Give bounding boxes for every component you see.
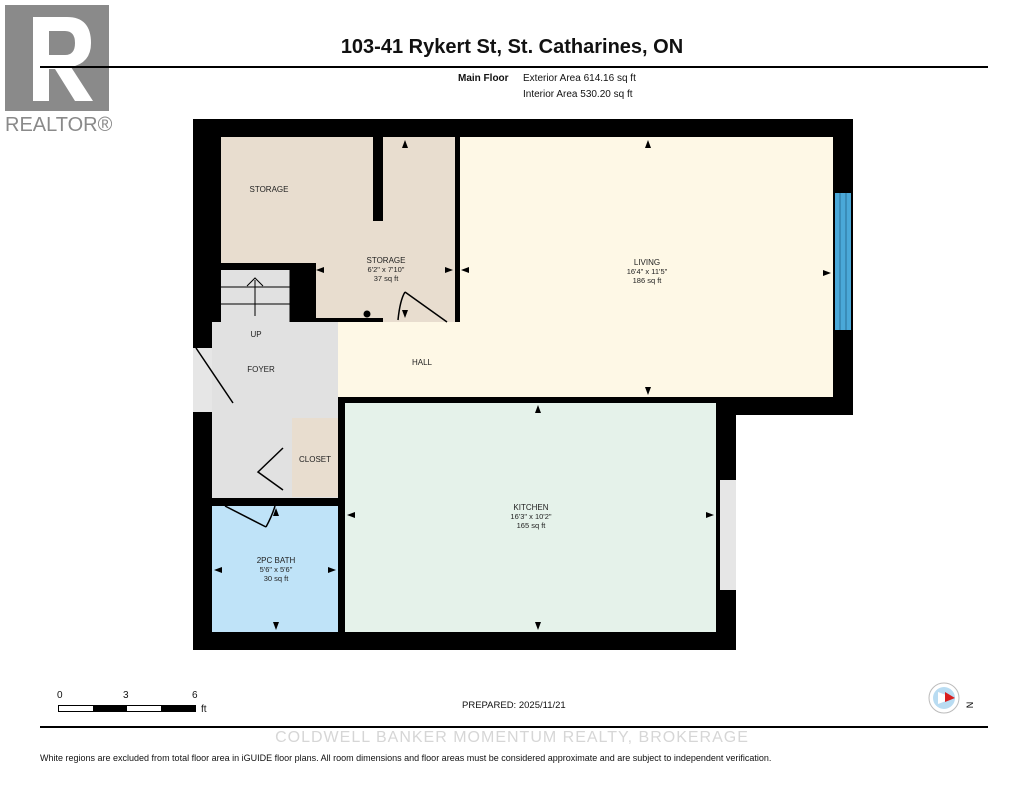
label-closet: CLOSET: [299, 455, 331, 464]
room-hall: [338, 322, 463, 397]
divider: [40, 726, 988, 728]
divider: [40, 66, 988, 68]
compass-icon: [928, 682, 960, 714]
room-area: 37 sq ft: [373, 274, 399, 283]
label-hall: HALL: [412, 358, 432, 367]
room-area: 165 sq ft: [516, 521, 546, 530]
room-dims: 16'3" x 10'2": [510, 512, 552, 521]
disclaimer: White regions are excluded from total fl…: [40, 753, 772, 763]
prepared-date: PREPARED: 2025/11/21: [462, 700, 566, 711]
room-bath: [212, 506, 338, 632]
room-name: 2PC BATH: [256, 556, 296, 565]
room-kitchen: [345, 403, 716, 632]
scale-tick-6: 6: [192, 690, 198, 701]
kitchen-window: [720, 480, 736, 590]
label-living: LIVING 16'4" x 11'5" 186 sq ft: [627, 258, 668, 285]
room-dims: 16'4" x 11'5": [626, 267, 668, 276]
stair-treads: [221, 270, 291, 322]
room-name: STORAGE: [366, 256, 406, 265]
room-name: STORAGE: [249, 185, 289, 194]
interior-area: Interior Area 530.20 sq ft: [523, 89, 633, 100]
floor-name: Main Floor: [458, 73, 509, 84]
living-window: [835, 193, 851, 330]
room-dims: 6'2" x 7'10": [367, 265, 405, 274]
page-title: 103-41 Rykert St, St. Catharines, ON: [340, 36, 684, 58]
room-area: 186 sq ft: [632, 276, 662, 285]
scale-unit: ft: [201, 704, 207, 715]
room-living: [460, 137, 833, 397]
watermark: COLDWELL BANKER MOMENTUM REALTY, BROKERA…: [275, 729, 749, 746]
exterior-area: Exterior Area 614.16 sq ft: [523, 73, 636, 84]
room-name: KITCHEN: [513, 503, 549, 512]
compass-north-label: N: [964, 701, 975, 709]
door-swings: [195, 291, 448, 528]
room-name: UP: [250, 330, 262, 339]
room-name: CLOSET: [298, 455, 332, 464]
label-storage-1: STORAGE: [250, 185, 289, 194]
realtor-logo: [5, 5, 109, 111]
floor-plan: [193, 119, 853, 650]
scale-bar: [58, 705, 196, 712]
room-name: HALL: [411, 358, 433, 367]
label-kitchen: KITCHEN 16'3" x 10'2" 165 sq ft: [510, 503, 551, 530]
room-closet: [292, 418, 338, 497]
label-bath: 2PC BATH 5'6" x 5'6" 30 sq ft: [257, 556, 296, 583]
label-up: UP: [250, 330, 261, 339]
scale-tick-0: 0: [57, 690, 63, 701]
label-foyer: FOYER: [247, 365, 275, 374]
dimension-arrows: [214, 140, 831, 630]
realtor-logo-text: REALTOR®: [5, 114, 113, 136]
room-name: FOYER: [247, 365, 275, 374]
room-storage-2: [316, 221, 455, 318]
label-storage-2: STORAGE 6'2" x 7'10" 37 sq ft: [367, 256, 406, 283]
room-dims: 5'6" x 5'6": [259, 565, 293, 574]
room-area: 30 sq ft: [263, 574, 289, 583]
scale-tick-3: 3: [123, 690, 129, 701]
room-name: LIVING: [633, 258, 661, 267]
realtor-r-icon: [33, 17, 93, 101]
